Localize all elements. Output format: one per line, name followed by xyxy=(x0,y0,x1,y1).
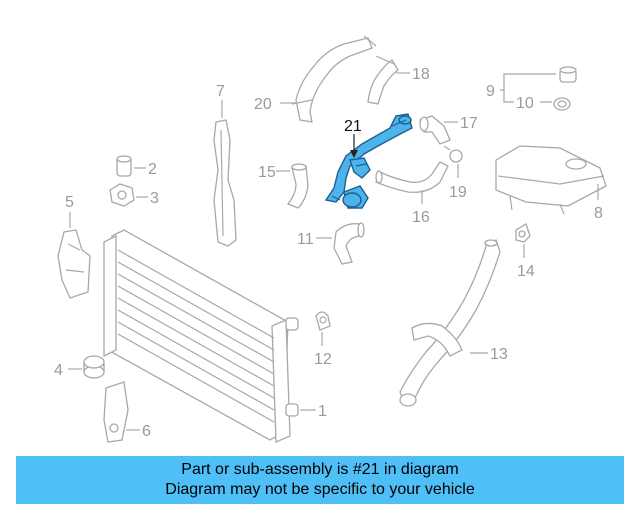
banner-line-1: Part or sub-assembly is #21 in diagram xyxy=(181,461,459,478)
part-20-hose xyxy=(291,35,377,123)
callout-12: 12 xyxy=(314,351,332,368)
part-15-hose xyxy=(286,163,309,209)
part-1-radiator xyxy=(103,229,299,443)
callout-15: 15 xyxy=(258,164,276,181)
part-9-cap xyxy=(559,66,577,83)
callout-17: 17 xyxy=(460,115,478,132)
part-14-bracket xyxy=(515,223,531,243)
callout-11: 11 xyxy=(297,231,314,248)
callout-7: 7 xyxy=(216,83,225,100)
part-18-hose xyxy=(367,55,399,105)
part-5-bracket xyxy=(57,229,91,299)
callout-8: 8 xyxy=(594,205,603,222)
part-11-hose xyxy=(333,222,365,265)
info-banner: Part or sub-assembly is #21 in diagram D… xyxy=(16,456,624,504)
callout-1: 1 xyxy=(318,403,327,420)
part-3-mount xyxy=(109,183,135,207)
callout-20: 20 xyxy=(254,96,272,113)
part-7-bracket xyxy=(213,119,237,247)
part-6-bracket xyxy=(103,381,129,443)
part-12-clamp xyxy=(315,311,331,331)
callout-21: 21 xyxy=(344,118,362,135)
part-2-cap xyxy=(116,155,132,177)
part-19-clamp xyxy=(443,145,463,163)
callout-4: 4 xyxy=(54,362,63,379)
callout-3: 3 xyxy=(150,190,159,207)
callout-6: 6 xyxy=(142,423,151,440)
callout-14: 14 xyxy=(517,263,535,280)
callout-9: 9 xyxy=(486,83,495,100)
part-16-hose xyxy=(375,161,449,193)
part-10-seal xyxy=(553,97,571,111)
part-13-hose xyxy=(399,239,501,407)
callout-18: 18 xyxy=(412,66,430,83)
callout-19: 19 xyxy=(449,184,467,201)
callout-16: 16 xyxy=(412,209,430,226)
callout-13: 13 xyxy=(490,346,508,363)
part-4-mount xyxy=(83,355,105,379)
callout-2: 2 xyxy=(148,161,157,178)
callout-10: 10 xyxy=(516,95,534,112)
banner-line-2: Diagram may not be specific to your vehi… xyxy=(165,481,475,498)
part-21-coolant-pipe xyxy=(324,113,413,209)
part-8-expansion-tank xyxy=(495,145,607,215)
part-17-hose xyxy=(419,115,451,145)
parts-diagram: 20 18 7 2 3 5 xyxy=(54,35,607,443)
callout-5: 5 xyxy=(65,194,74,211)
